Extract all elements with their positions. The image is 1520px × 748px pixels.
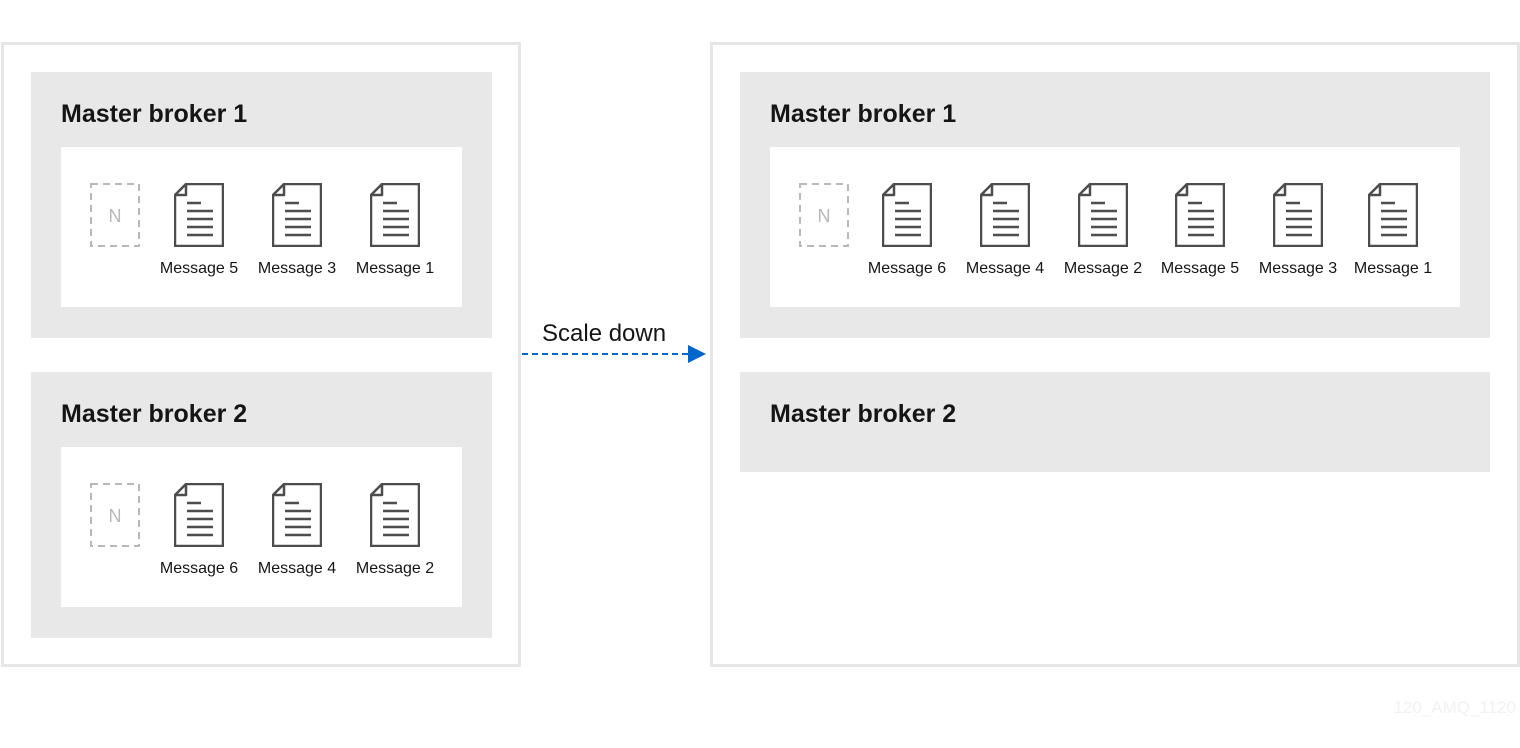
scale-down-arrow: Scale down xyxy=(520,312,712,372)
watermark: 120_AMQ_1120 xyxy=(1393,698,1516,717)
placeholder-label: N xyxy=(109,506,122,526)
document-icon xyxy=(980,183,1030,247)
placeholder-message-icon: N xyxy=(90,483,140,547)
master-broker-2-after: Master broker 2 xyxy=(740,372,1490,472)
broker-title: Master broker 2 xyxy=(770,400,957,428)
message-label: Message 4 xyxy=(965,260,1045,277)
document-icon xyxy=(370,483,420,547)
message-label: Message 3 xyxy=(257,260,337,277)
document-icon xyxy=(174,483,224,547)
message-label: Message 6 xyxy=(867,260,947,277)
after-scale-down-panel: Master broker 1 N Message 6 Message 4 Me… xyxy=(710,42,1520,667)
message-label: Message 1 xyxy=(355,260,435,277)
document-icon xyxy=(1273,183,1323,247)
message-label: Message 2 xyxy=(1063,260,1143,277)
document-icon xyxy=(882,183,932,247)
message-label: Message 6 xyxy=(159,560,239,577)
broker-title: Master broker 1 xyxy=(61,100,248,128)
document-icon xyxy=(272,483,322,547)
message-queue: N Message 6 Message 4 Message 2 Message … xyxy=(770,147,1460,307)
message-label: Message 4 xyxy=(257,560,337,577)
document-icon xyxy=(174,183,224,247)
before-scale-down-panel: Master broker 1 N Message 5 Message 3 Me… xyxy=(1,42,521,667)
message-label: Message 1 xyxy=(1353,260,1433,277)
message-label: Message 3 xyxy=(1258,260,1338,277)
message-label: Message 5 xyxy=(1160,260,1240,277)
placeholder-label: N xyxy=(818,206,831,226)
placeholder-message-icon: N xyxy=(90,183,140,247)
broker-title: Master broker 2 xyxy=(61,400,248,428)
master-broker-1-after: Master broker 1 N Message 6 Message 4 Me… xyxy=(740,72,1490,338)
message-queue: N Message 6 Message 4 Message 2 xyxy=(61,447,462,607)
placeholder-message-icon: N xyxy=(799,183,849,247)
broker-title: Master broker 1 xyxy=(770,100,957,128)
placeholder-label: N xyxy=(109,206,122,226)
document-icon xyxy=(272,183,322,247)
message-label: Message 2 xyxy=(355,560,435,577)
document-icon xyxy=(370,183,420,247)
message-queue: N Message 5 Message 3 Message 1 xyxy=(61,147,462,307)
document-icon xyxy=(1175,183,1225,247)
document-icon xyxy=(1078,183,1128,247)
master-broker-2-before: Master broker 2 N Message 6 Message 4 Me… xyxy=(31,372,492,638)
scale-down-label: Scale down xyxy=(542,320,667,347)
dashed-arrow-icon xyxy=(522,345,706,363)
master-broker-1-before: Master broker 1 N Message 5 Message 3 Me… xyxy=(31,72,492,338)
message-label: Message 5 xyxy=(159,260,239,277)
document-icon xyxy=(1368,183,1418,247)
